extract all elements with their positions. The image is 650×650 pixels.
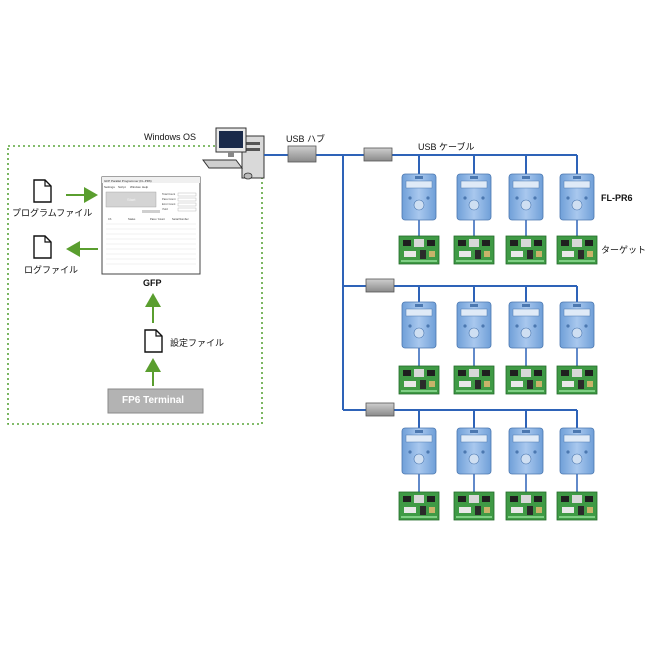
target-board-3-2 — [453, 491, 495, 521]
settings-file-icon — [144, 329, 163, 353]
gfp-menu-2: Script — [118, 185, 126, 189]
log-file-label: ログファイル — [24, 265, 79, 275]
programmer-3-3 — [508, 427, 544, 475]
svg-text:Start: Start — [127, 197, 136, 202]
gfp-menu-1: Settings — [104, 185, 115, 189]
target-board-1-3 — [505, 235, 547, 265]
usb-cable-label: USB ケーブル — [418, 142, 475, 152]
target-board-1-4 — [556, 235, 598, 265]
settings-file-label: 設定ファイル — [170, 338, 225, 348]
programmer-2-2 — [456, 301, 492, 349]
program-file-label: プログラムファイル — [12, 208, 93, 218]
programmer-1-1 — [401, 173, 437, 221]
fl-pr6-label: FL-PR6 — [601, 193, 633, 203]
svg-text:Ch: Ch — [108, 217, 112, 221]
programmer-3-1 — [401, 427, 437, 475]
pc-icon — [202, 127, 265, 180]
svg-text:Status: Status — [128, 217, 136, 221]
svg-text:Error Count: Error Count — [162, 202, 176, 206]
gfp-label: GFP — [143, 278, 162, 288]
gfp-start-button — [105, 191, 157, 208]
svg-text:Pass Count: Pass Count — [162, 197, 176, 201]
programmer-3-4 — [559, 427, 595, 475]
target-board-2-3 — [505, 365, 547, 395]
target-board-3-3 — [505, 491, 547, 521]
gfp-menu-4: Help — [142, 185, 149, 189]
usb-hub-main — [287, 145, 317, 163]
programmer-1-2 — [456, 173, 492, 221]
target-board-2-1 — [398, 365, 440, 395]
windows-os-label: Windows OS — [144, 132, 197, 142]
usb-hub-3 — [365, 402, 395, 417]
gfp-menu-3: Window — [130, 185, 142, 189]
usb-hub-1 — [363, 147, 393, 162]
target-board-2-2 — [453, 365, 495, 395]
terminal-label: FP6 Terminal — [122, 395, 185, 406]
gfp-window: GFP Parallel Programmer (FL-PR6) Setting… — [101, 176, 201, 275]
usb-bus — [264, 154, 577, 411]
target-board-1-2 — [453, 235, 495, 265]
target-board-3-1 — [398, 491, 440, 521]
target-board-3-4 — [556, 491, 598, 521]
svg-text:Yield: Yield — [162, 207, 168, 211]
programmer-2-3 — [508, 301, 544, 349]
log-file-icon — [33, 235, 52, 259]
programmer-2-1 — [401, 301, 437, 349]
target-board-2-4 — [556, 365, 598, 395]
windows-os-region — [7, 145, 263, 425]
target-label: ターゲット — [601, 245, 647, 255]
programmer-2-4 — [559, 301, 595, 349]
fp6-terminal-button — [107, 388, 204, 414]
programmer-1-4 — [559, 173, 595, 221]
svg-text:Pass / Count: Pass / Count — [150, 217, 165, 221]
svg-text:Total Count: Total Count — [162, 192, 175, 196]
gfp-window-title: GFP Parallel Programmer (FL-PR6) — [104, 179, 152, 183]
usb-hub-label: USB ハブ — [286, 134, 326, 144]
usb-hub-2 — [365, 278, 395, 293]
svg-text:Serial Number: Serial Number — [172, 217, 189, 221]
programmer-3-2 — [456, 427, 492, 475]
programmer-1-3 — [508, 173, 544, 221]
program-file-icon — [33, 179, 52, 203]
target-board-1-1 — [398, 235, 440, 265]
